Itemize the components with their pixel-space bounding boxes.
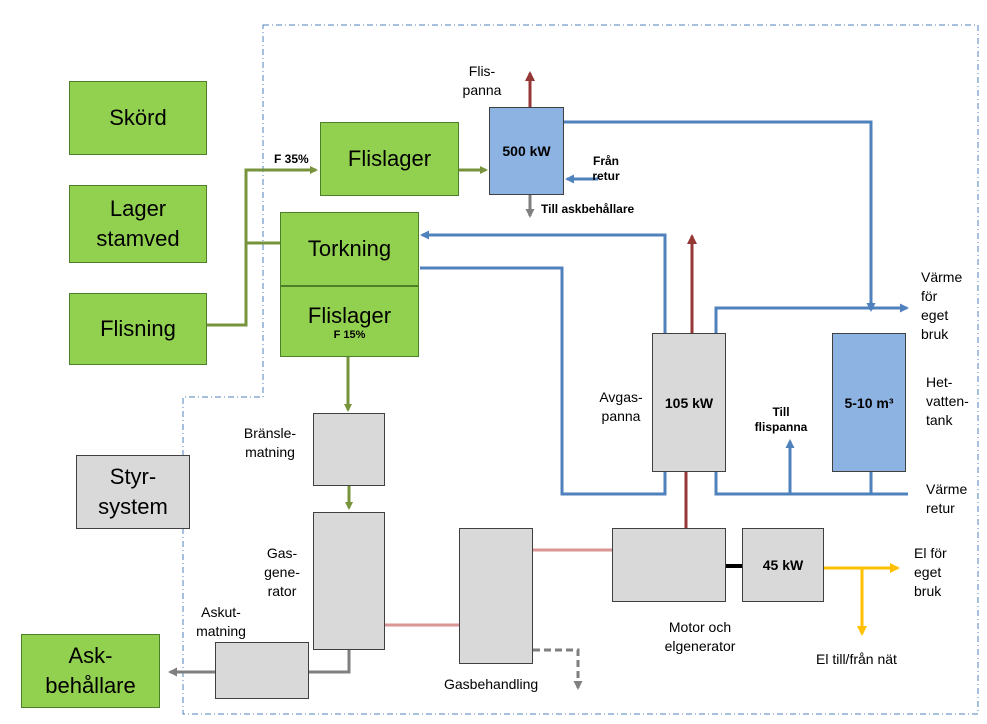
el-45kw-box: 45 kW — [742, 528, 824, 602]
het-vatten-tank-label: Het- vatten- tank — [926, 374, 969, 428]
flislager-bottom-moisture: F 15% — [333, 328, 366, 341]
f35-label: F 35% — [274, 152, 309, 166]
varme-eget-bruk-label: Värme för eget bruk — [921, 269, 963, 342]
bransle-matning-label: Bränsle- matning — [243, 425, 297, 460]
fran-retur-label: Från retur — [592, 154, 620, 183]
el-eget-bruk-label: El för eget bruk — [914, 545, 947, 599]
lager-stamved-box: Lager stamved — [69, 185, 207, 263]
gasbehandling-label: Gasbehandling — [444, 676, 539, 692]
flislager-top-box: Flislager — [320, 122, 459, 196]
torkning-box: Torkning — [280, 212, 419, 286]
electricity-lines — [824, 563, 900, 636]
motor-elgenerator-box — [612, 528, 726, 602]
askbehallare-box: Ask- behållare — [21, 634, 160, 708]
het-vatten-tank-box: 5-10 m³ — [832, 333, 906, 472]
fuel-flow-lines — [207, 166, 488, 510]
till-askbehallare-label: Till askbehållare — [541, 202, 635, 216]
system-boundary — [182, 24, 979, 715]
flisning-box: Flisning — [69, 293, 207, 365]
skord-box: Skörd — [69, 81, 207, 155]
motor-elgenerator-label: Motor och elgenerator — [664, 619, 736, 654]
avgaspanna-label: Avgas- panna — [599, 389, 643, 424]
varme-retur-label: Värme retur — [926, 481, 968, 516]
askutmatning-box — [215, 642, 309, 699]
askutmatning-label: Askut- matning — [196, 604, 246, 639]
avgaspanna-105kw-box: 105 kW — [652, 333, 726, 472]
flislager-bottom-label: Flislager — [307, 302, 392, 328]
bransle-matning-box — [313, 413, 385, 486]
ash-lines — [168, 195, 583, 690]
till-flispanna-label: Till flispanna — [754, 405, 808, 434]
gas-lines — [385, 548, 612, 627]
exhaust-lines — [525, 71, 697, 528]
styrsystem-box: Styr- system — [76, 455, 190, 529]
flispanna-500kw-box: 500 kW — [489, 107, 564, 195]
el-till-fran-nat-label: El till/från nät — [816, 651, 897, 667]
gasbehandling-box — [459, 528, 533, 664]
gas-generator-box — [313, 512, 385, 650]
flislager-bottom-box: Flislager F 15% — [280, 286, 419, 357]
heat-flow-lines — [420, 120, 909, 496]
flispanna-label: Flis- panna — [462, 63, 502, 98]
gas-generator-label: Gas- gene- rator — [264, 545, 300, 599]
